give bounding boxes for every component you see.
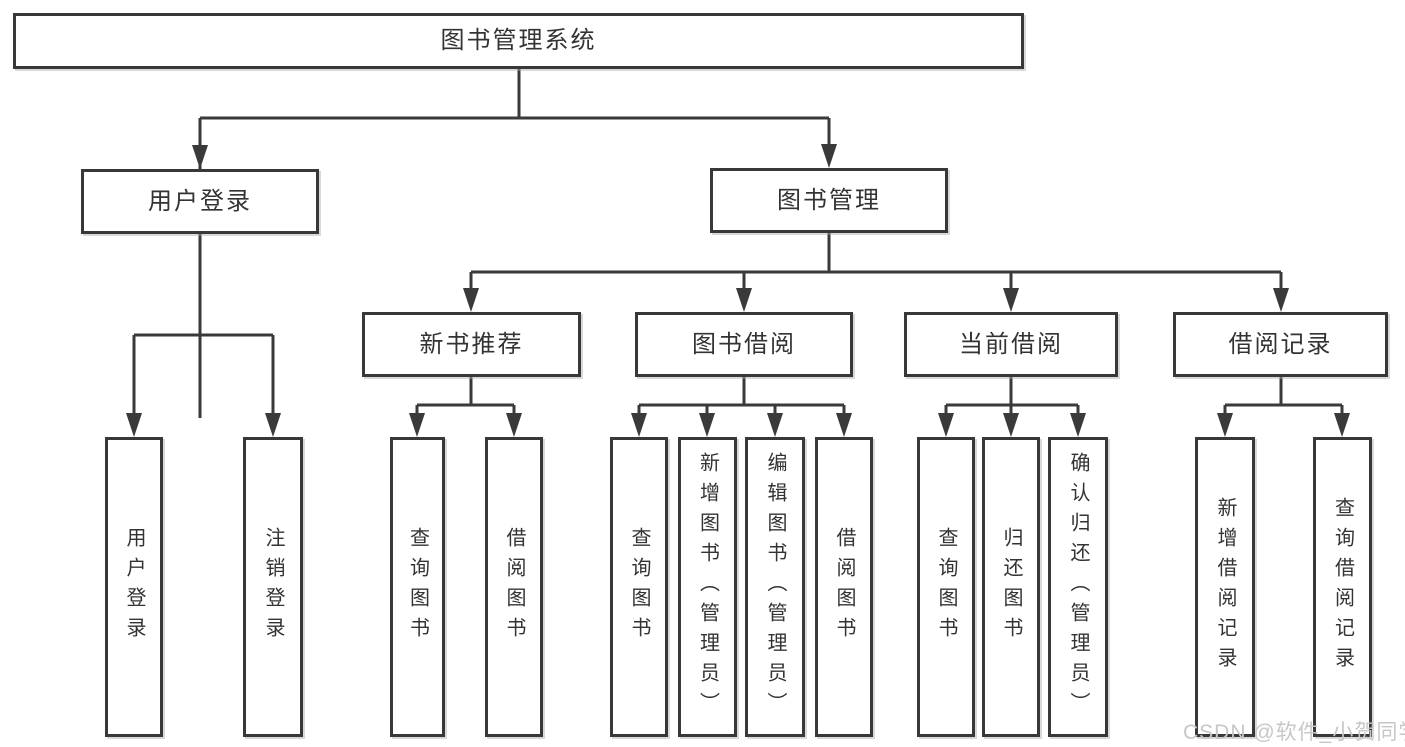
- arrowhead: [1070, 413, 1086, 437]
- arrowhead: [1334, 413, 1350, 437]
- node-leaf-query-borrow-record: 查询借阅记录: [1313, 437, 1372, 737]
- connector-root-to-branches: [192, 69, 837, 418]
- node-leaf-return-book: 归还图书: [982, 437, 1040, 737]
- connector-user-login-children: [126, 234, 281, 437]
- node-library-system: 图书管理系统: [13, 13, 1024, 69]
- node-leaf-borrow-book: 借阅图书: [815, 437, 873, 737]
- arrowhead: [506, 413, 522, 437]
- node-book-management-group: 图书管理: [710, 168, 948, 233]
- connector-book-borrow-children: [631, 377, 852, 437]
- arrowhead: [1003, 288, 1019, 312]
- node-borrow-records: 借阅记录: [1173, 312, 1388, 377]
- arrowhead: [836, 413, 852, 437]
- node-leaf-add-book-admin: 新增图书（管理员）: [678, 437, 737, 737]
- arrowhead: [265, 413, 281, 437]
- node-leaf-confirm-return-admin: 确认归还（管理员）: [1048, 437, 1108, 737]
- arrowhead: [699, 413, 715, 437]
- arrowhead: [1217, 413, 1233, 437]
- node-leaf-logout-login: 注销登录: [243, 437, 303, 737]
- arrowhead: [938, 413, 954, 437]
- node-leaf-query-book-borrow: 查询图书: [610, 437, 668, 737]
- node-leaf-borrow-book-recommend: 借阅图书: [485, 437, 543, 737]
- arrowhead: [631, 413, 647, 437]
- arrowhead: [126, 413, 142, 437]
- arrowhead: [736, 288, 752, 312]
- node-leaf-add-borrow-record: 新增借阅记录: [1195, 437, 1255, 737]
- arrowhead: [1003, 413, 1019, 437]
- node-leaf-user-login: 用户登录: [105, 437, 163, 737]
- connector-new-book-children: [409, 377, 522, 437]
- arrowhead: [192, 145, 208, 169]
- node-leaf-query-book-current: 查询图书: [917, 437, 975, 737]
- arrowhead: [1273, 288, 1289, 312]
- arrowhead: [463, 288, 479, 312]
- arrowhead: [409, 413, 425, 437]
- node-book-borrow: 图书借阅: [635, 312, 853, 377]
- node-new-book-recommend: 新书推荐: [362, 312, 581, 377]
- node-leaf-edit-book-admin: 编辑图书（管理员）: [745, 437, 805, 737]
- connector-current-borrow-children: [938, 377, 1086, 437]
- arrowhead: [767, 413, 783, 437]
- node-user-login-group: 用户登录: [81, 169, 319, 234]
- connector-book-management-children: [463, 233, 1289, 312]
- connector-borrow-records-children: [1217, 377, 1350, 437]
- node-current-borrow: 当前借阅: [904, 312, 1118, 377]
- arrowhead: [821, 144, 837, 168]
- node-leaf-query-book-recommend: 查询图书: [390, 437, 445, 737]
- csdn-watermark: CSDN @软件_小贺同学: [1183, 721, 1405, 744]
